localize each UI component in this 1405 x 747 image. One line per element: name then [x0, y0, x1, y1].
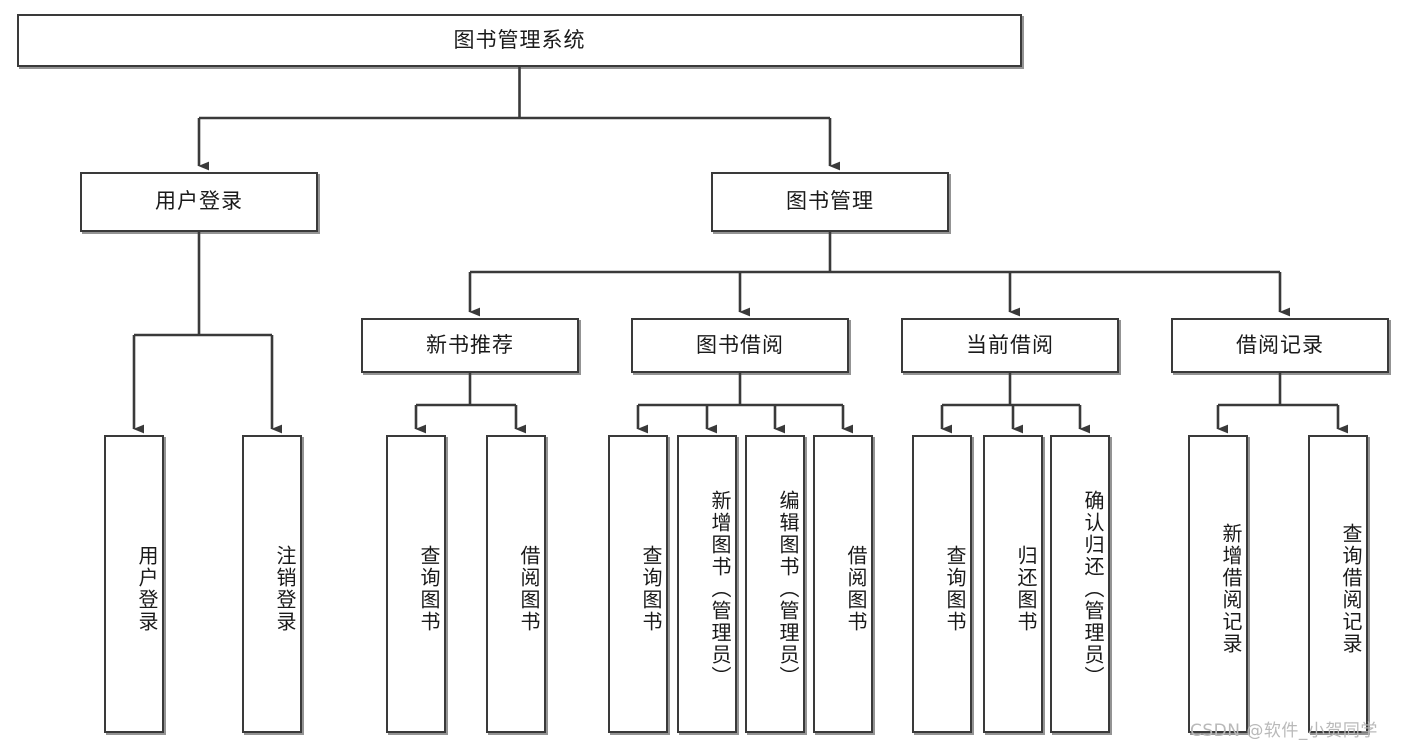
node-book-management[interactable]: 图书管理 [711, 172, 949, 232]
leaf-current-query-book-label: 查询图书 [943, 545, 967, 633]
leaf-newbook-borrow-book-label: 借阅图书 [517, 545, 541, 633]
node-user-login-label: 用户登录 [155, 189, 243, 214]
node-borrow-record-label: 借阅记录 [1236, 332, 1324, 357]
node-root-label: 图书管理系统 [453, 27, 586, 52]
node-borrow-record[interactable]: 借阅记录 [1171, 318, 1389, 373]
leaf-record-query-record-label: 查询借阅记录 [1339, 523, 1363, 655]
leaf-borrow-query-book[interactable]: 查询图书 [608, 435, 668, 733]
node-book-management-label: 图书管理 [786, 189, 874, 214]
leaf-newbook-borrow-book[interactable]: 借阅图书 [486, 435, 546, 733]
leaf-user-login-label: 用户登录 [135, 545, 159, 633]
leaf-borrow-borrow-book[interactable]: 借阅图书 [813, 435, 873, 733]
leaf-record-query-record[interactable]: 查询借阅记录 [1308, 435, 1368, 733]
leaf-logout-label: 注销登录 [273, 545, 297, 633]
leaf-borrow-add-book-admin[interactable]: 新增图书（管理员） [677, 435, 737, 733]
node-new-book-recommend[interactable]: 新书推荐 [361, 318, 579, 373]
leaf-current-return-book[interactable]: 归还图书 [983, 435, 1043, 733]
leaf-record-add-record[interactable]: 新增借阅记录 [1188, 435, 1248, 733]
leaf-borrow-edit-book-admin-label: 编辑图书（管理员） [776, 490, 800, 688]
leaf-current-return-book-label: 归还图书 [1014, 545, 1038, 633]
node-user-login[interactable]: 用户登录 [80, 172, 318, 232]
leaf-newbook-query-book-label: 查询图书 [417, 545, 441, 633]
leaf-borrow-query-book-label: 查询图书 [639, 545, 663, 633]
node-root[interactable]: 图书管理系统 [17, 14, 1022, 67]
leaf-current-query-book[interactable]: 查询图书 [912, 435, 972, 733]
leaf-current-confirm-return-admin[interactable]: 确认归还（管理员） [1050, 435, 1110, 733]
node-current-borrow-label: 当前借阅 [966, 332, 1054, 357]
leaf-record-add-record-label: 新增借阅记录 [1219, 523, 1243, 655]
node-book-borrow[interactable]: 图书借阅 [631, 318, 849, 373]
leaf-newbook-query-book[interactable]: 查询图书 [386, 435, 446, 733]
node-current-borrow[interactable]: 当前借阅 [901, 318, 1119, 373]
node-book-borrow-label: 图书借阅 [696, 332, 784, 357]
leaf-current-confirm-return-admin-label: 确认归还（管理员） [1081, 490, 1105, 688]
leaf-borrow-borrow-book-label: 借阅图书 [844, 545, 868, 633]
leaf-borrow-edit-book-admin[interactable]: 编辑图书（管理员） [745, 435, 805, 733]
node-new-book-recommend-label: 新书推荐 [426, 332, 514, 357]
watermark: CSDN @软件_小贺同学 [1190, 721, 1378, 741]
leaf-borrow-add-book-admin-label: 新增图书（管理员） [708, 490, 732, 688]
leaf-logout[interactable]: 注销登录 [242, 435, 302, 733]
leaf-user-login[interactable]: 用户登录 [104, 435, 164, 733]
